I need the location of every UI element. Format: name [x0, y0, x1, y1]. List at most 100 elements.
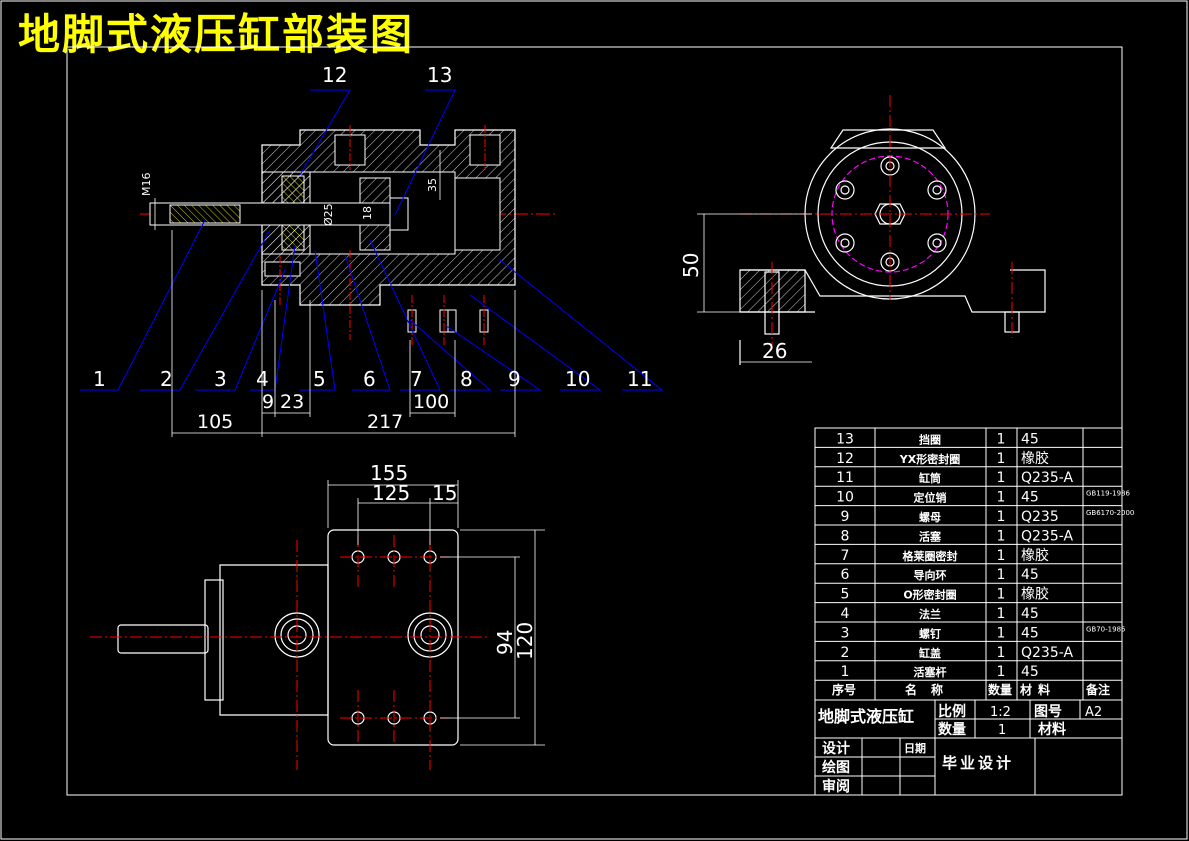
bom-cell-qty: 1: [997, 451, 1006, 467]
bom-cell-mat: 45: [1021, 625, 1039, 641]
bom-cell-name: 螺母: [919, 510, 941, 524]
bom-cell-no: 5: [841, 587, 850, 603]
bom-cell-mat: 45: [1021, 664, 1039, 680]
tb-scale-label: 比例: [938, 703, 966, 720]
balloon-8: 8: [460, 367, 473, 391]
bom-cell-no: 13: [836, 431, 854, 447]
bom-cell-name: 导向环: [914, 568, 947, 582]
part-balloons: 1 2 3 4 5 6 7 8 9 10 11 12 13: [93, 63, 652, 391]
bom-cell-no: 2: [841, 645, 850, 661]
balloon-11: 11: [627, 367, 652, 391]
front-dimensions: [154, 150, 516, 437]
bom-cell-name: 挡圈: [919, 432, 941, 446]
bom-cell-mat: 45: [1021, 606, 1039, 622]
tb-qty-label: 数量: [938, 721, 966, 738]
bom-header-note: 备注: [1085, 682, 1110, 697]
tb-name: 地脚式液压缸: [818, 707, 914, 726]
dim-50: 50: [679, 253, 703, 278]
bom-cell-no: 12: [836, 451, 854, 467]
dim-155: 155: [370, 461, 408, 485]
bom-cell-qty: 1: [997, 587, 1006, 603]
side-dimensions: [697, 213, 812, 363]
bolt-holes: [835, 156, 947, 272]
bom-cell-no: 4: [841, 606, 850, 622]
bom-cell-qty: 1: [997, 664, 1006, 680]
bom-row: 3 螺钉 1 45 GB70-1985: [841, 625, 1126, 641]
bom-cell-no: 1: [841, 664, 850, 680]
balloon-3: 3: [214, 367, 227, 391]
tb-date: 日期: [904, 741, 926, 755]
dim-94: 94: [493, 630, 517, 655]
bom-header-qty: 数量: [988, 682, 1012, 697]
dim-d18: 18: [361, 206, 374, 220]
bom-cell-mat: Q235-A: [1021, 470, 1073, 486]
bom-cell-name: 螺钉: [919, 626, 941, 640]
bom-header-name: 名称: [905, 682, 957, 697]
tb-scale: 1:2: [990, 705, 1011, 720]
dim-125: 125: [372, 481, 410, 505]
dim-m16: M16: [140, 173, 153, 197]
bom-cell-name: 活塞: [919, 529, 942, 543]
dim-26: 26: [762, 339, 787, 363]
bom-cell-mat: Q235-A: [1021, 645, 1073, 661]
leader-lines: [80, 89, 664, 391]
bom-cell-qty: 1: [997, 548, 1006, 564]
bom-cell-mat: Q235: [1021, 509, 1059, 525]
tb-qty: 1: [998, 723, 1006, 738]
bom-header-mat: 材料: [1019, 682, 1056, 697]
dim-105: 105: [197, 411, 233, 433]
balloon-1: 1: [93, 367, 106, 391]
side-view: [739, 128, 1046, 365]
bom-row: 5 O形密封圈 1 橡胶: [841, 586, 1049, 603]
drawing-title: 地脚式液压缸部装图: [18, 10, 415, 59]
title-block: [814, 699, 1123, 796]
bom-cell-name: O形密封圈: [903, 588, 956, 602]
bom-cell-mat: 45: [1021, 431, 1039, 447]
bom-cell-mat: 橡胶: [1021, 547, 1049, 564]
bom-cell-name: 法兰: [919, 607, 941, 621]
bom-cell-mat: Q235-A: [1021, 528, 1073, 544]
bom-cell-qty: 1: [997, 470, 1006, 486]
balloon-9: 9: [508, 367, 521, 391]
bom-cell-no: 6: [841, 567, 850, 583]
tb-drawing-no: A2: [1085, 705, 1102, 720]
bom-cell-no: 3: [841, 625, 850, 641]
tb-reviewer: 审阅: [822, 778, 850, 795]
dim-35: 35: [426, 178, 439, 192]
bom-cell-mat: 45: [1021, 490, 1039, 506]
bom-cell-no: 8: [841, 528, 850, 544]
top-dimensions: [327, 480, 545, 746]
bom-cell-mat: 橡胶: [1021, 450, 1049, 467]
dim-120: 120: [513, 622, 537, 660]
dim-217: 217: [367, 411, 403, 433]
balloon-10: 10: [565, 367, 590, 391]
bom-cell-mat: 45: [1021, 567, 1039, 583]
dim-100: 100: [413, 391, 449, 413]
tb-material-label: 材料: [1038, 721, 1066, 738]
balloon-6: 6: [363, 367, 376, 391]
balloon-13: 13: [427, 63, 452, 87]
bom-cell-no: 10: [836, 490, 854, 506]
bom-cell-no: 7: [841, 548, 850, 564]
bom-cell-mat: 橡胶: [1021, 586, 1049, 603]
tb-project: 毕业设计: [942, 754, 1014, 772]
bom-cell-name: YX形密封圈: [899, 452, 960, 466]
bom-cell-qty: 1: [997, 490, 1006, 506]
bom-cell-qty: 1: [997, 509, 1006, 525]
bom-cell-note: GB70-1985: [1086, 625, 1125, 633]
bom-cell-qty: 1: [997, 625, 1006, 641]
bom-cell-note: GB6170-2000: [1086, 509, 1134, 517]
front-section-view: [140, 125, 555, 345]
bom-cell-qty: 1: [997, 431, 1006, 447]
